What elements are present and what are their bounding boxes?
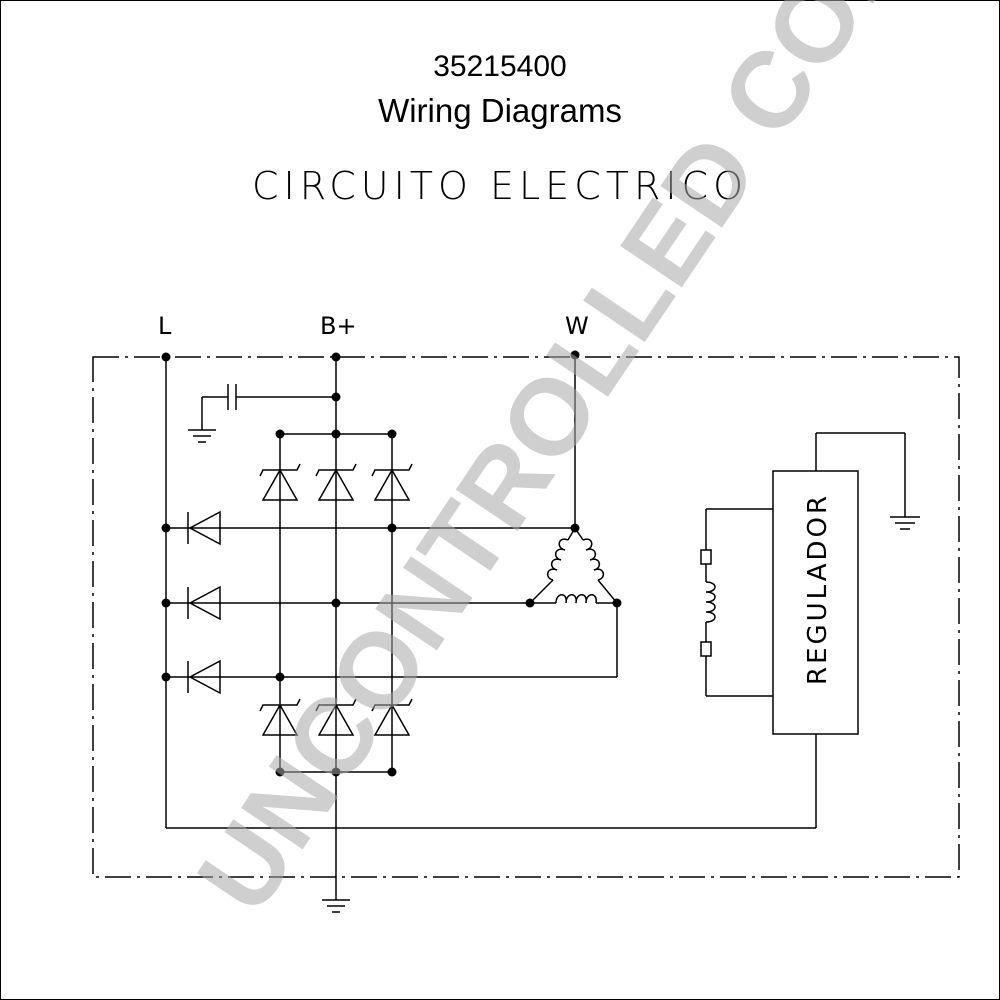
terminal-label-l: L	[158, 312, 172, 340]
terminal-label-b-plus: B+	[320, 312, 357, 340]
document-title: Wiring Diagrams	[378, 92, 622, 129]
regulator-circuit	[705, 432, 920, 735]
uncontrolled-copy-watermark: UNCONTROLLED COPY	[174, 0, 969, 933]
rotor-field-winding	[700, 549, 716, 657]
positive-zener-diodes	[259, 463, 413, 501]
diagram-subtitle: CIRCUITO ELECTRICO	[252, 164, 748, 208]
junction-dots	[161, 350, 622, 777]
part-number: 35215400	[433, 50, 567, 83]
phase-connections	[166, 357, 618, 678]
stator-windings	[529, 527, 618, 604]
suppression-capacitor	[188, 384, 336, 443]
alternator-housing-outline	[92, 356, 960, 878]
chassis-ground	[322, 772, 350, 913]
exciter-diodes	[187, 510, 221, 695]
negative-zener-diodes	[259, 698, 413, 736]
regulator-label: REGULADOR	[803, 493, 833, 685]
terminal-label-w: W	[565, 312, 589, 340]
l-terminal-wiring	[165, 357, 817, 829]
